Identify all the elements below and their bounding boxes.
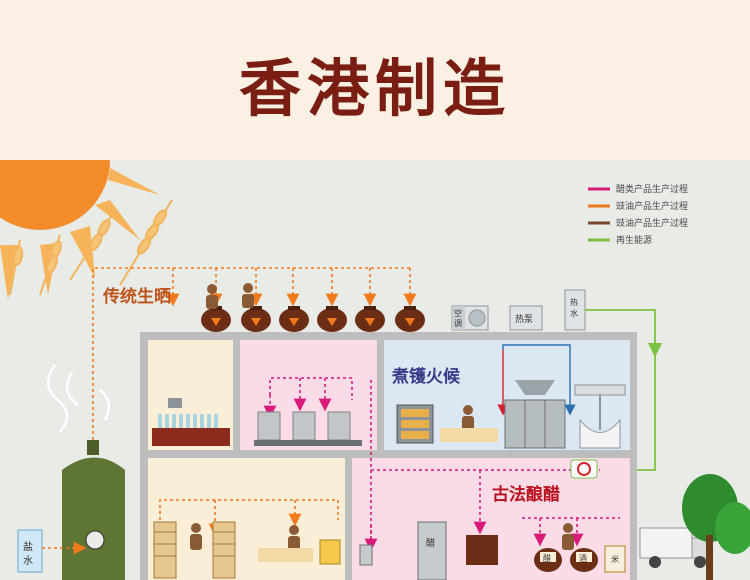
- ac-label-top: 空: [454, 308, 462, 318]
- vinegar-tanks: 醋: [359, 521, 498, 580]
- legend-label-vinegar: 醋类产品生产过程: [616, 183, 688, 195]
- bottling-line: [152, 398, 230, 446]
- ac-label-bottom: 调: [454, 319, 462, 328]
- air-conditioner: 空 调: [451, 305, 489, 331]
- ovens: [396, 404, 434, 444]
- mixer: [574, 384, 626, 449]
- tree-icon: [682, 474, 750, 580]
- jar-wine-label: 酒: [579, 554, 587, 563]
- wheat-icon: [9, 199, 173, 296]
- rice-label: 米: [611, 554, 619, 564]
- cooking-worker: [462, 405, 474, 430]
- recycle-icon: [570, 459, 598, 479]
- cooking-air-flow: [497, 344, 576, 416]
- fan-icon: [468, 309, 486, 327]
- press-table: [258, 548, 313, 562]
- heating-tanks: [254, 411, 362, 446]
- brine-label-bottom: 水: [23, 555, 33, 567]
- yellow-barrel: [319, 539, 341, 565]
- legend-label-soy-sauce-b: 豉油产品生产过程: [616, 217, 688, 229]
- steam-cabinet: [504, 380, 566, 449]
- vinegar-jars: 醋 酒 米: [534, 545, 626, 573]
- heating-flow: [263, 377, 353, 419]
- heat-pump: 热泵: [509, 305, 543, 331]
- legend: 醋类产品生产过程 豉油产品生产过程 豉油产品生产过程 再生能源: [588, 183, 688, 246]
- cooking-label: 煮镬火候: [391, 366, 461, 387]
- fermentation-jars: [201, 306, 425, 332]
- jar-vinegar-label: 醋: [543, 553, 551, 563]
- pressing-workers: [190, 523, 300, 550]
- vinegar-tank-label: 醋: [426, 537, 435, 549]
- room-pressing: [148, 458, 345, 580]
- legend-label-renewable-energy: 再生能源: [616, 234, 652, 246]
- worker-figures-roof: [206, 283, 254, 309]
- drying-racks: [153, 521, 236, 579]
- hot-water-tank: 热 水: [564, 289, 586, 331]
- page-title: 香港制造: [238, 52, 511, 125]
- truck-icon: [639, 527, 711, 568]
- hot-water-label-bottom: 水: [570, 308, 578, 318]
- vinegar-label: 古法酿醋: [492, 484, 560, 505]
- brine-label-top: 盐: [23, 540, 33, 553]
- vinegar-flow: [364, 380, 620, 555]
- header: 香港制造: [0, 0, 750, 160]
- brine-tank: 盐 水: [17, 529, 43, 573]
- legend-label-soy-sauce-a: 豉油产品生产过程: [616, 200, 688, 212]
- hot-water-label-top: 热: [570, 297, 578, 307]
- heat-pump-label: 热泵: [515, 313, 533, 325]
- vinegar-workers: [562, 523, 574, 550]
- factory-diagram: 醋类产品生产过程 豉油产品生产过程 豉油产品生产过程 再生能源 传统生晒: [0, 160, 750, 580]
- prep-table: [440, 428, 498, 442]
- sun-drying-label: 传统生晒: [102, 286, 171, 307]
